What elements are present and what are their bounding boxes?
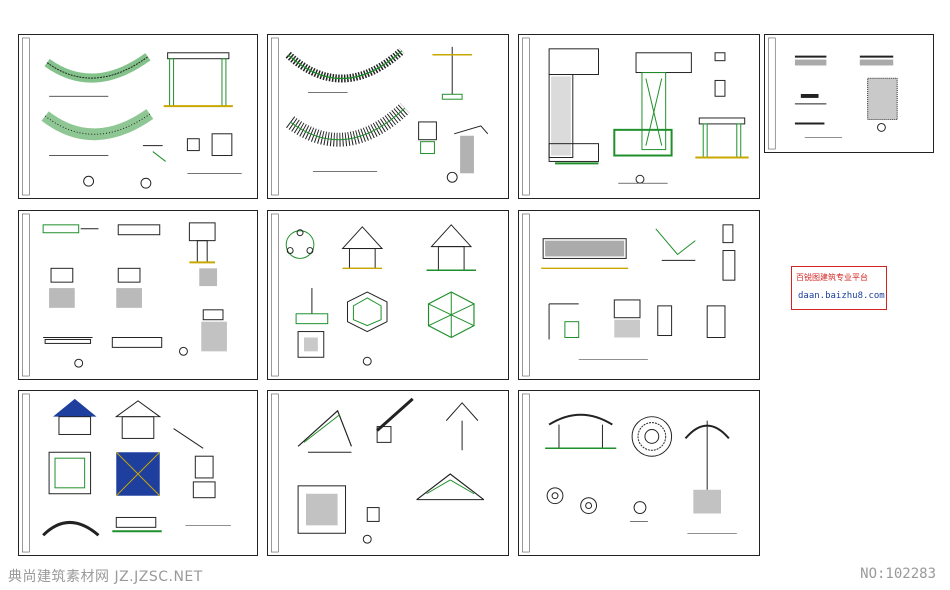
sheet-1-drawing [22,37,242,196]
drawing-sheet-5[interactable] [18,210,258,380]
footer-id-label: NO:102283 [860,566,936,582]
drawing-sheet-4[interactable] [764,34,934,153]
drawing-sheet-2[interactable] [267,34,509,199]
sheet-10-drawing [522,393,737,553]
sheet-8-drawing [22,393,231,553]
watermark-stamp: 百锐图建筑专业平台 daan.baizhu8.com [791,266,887,310]
sheet-2-drawing [271,37,489,196]
drawing-sheet-8[interactable] [18,390,258,556]
drawing-sheet-3[interactable] [518,34,760,199]
drawing-sheet-6[interactable] [267,210,509,380]
footer-site-label: 典尚建筑素材网 JZ.JZSC.NET [8,569,203,585]
drawing-sheet-9[interactable] [267,390,509,556]
sheet-4-drawing [768,37,898,150]
sheet-9-drawing [271,393,485,553]
drawing-sheet-10[interactable] [518,390,760,556]
stamp-url: daan.baizhu8.com [798,291,885,301]
sheet-3-drawing [522,37,749,196]
sheet-7-drawing [522,213,736,377]
sheet-5-drawing [22,213,227,377]
sheet-6-drawing [271,213,476,377]
drawing-sheet-7[interactable] [518,210,760,380]
stamp-title: 百锐图建筑专业平台 [796,273,868,282]
drawing-sheet-1[interactable] [18,34,258,199]
